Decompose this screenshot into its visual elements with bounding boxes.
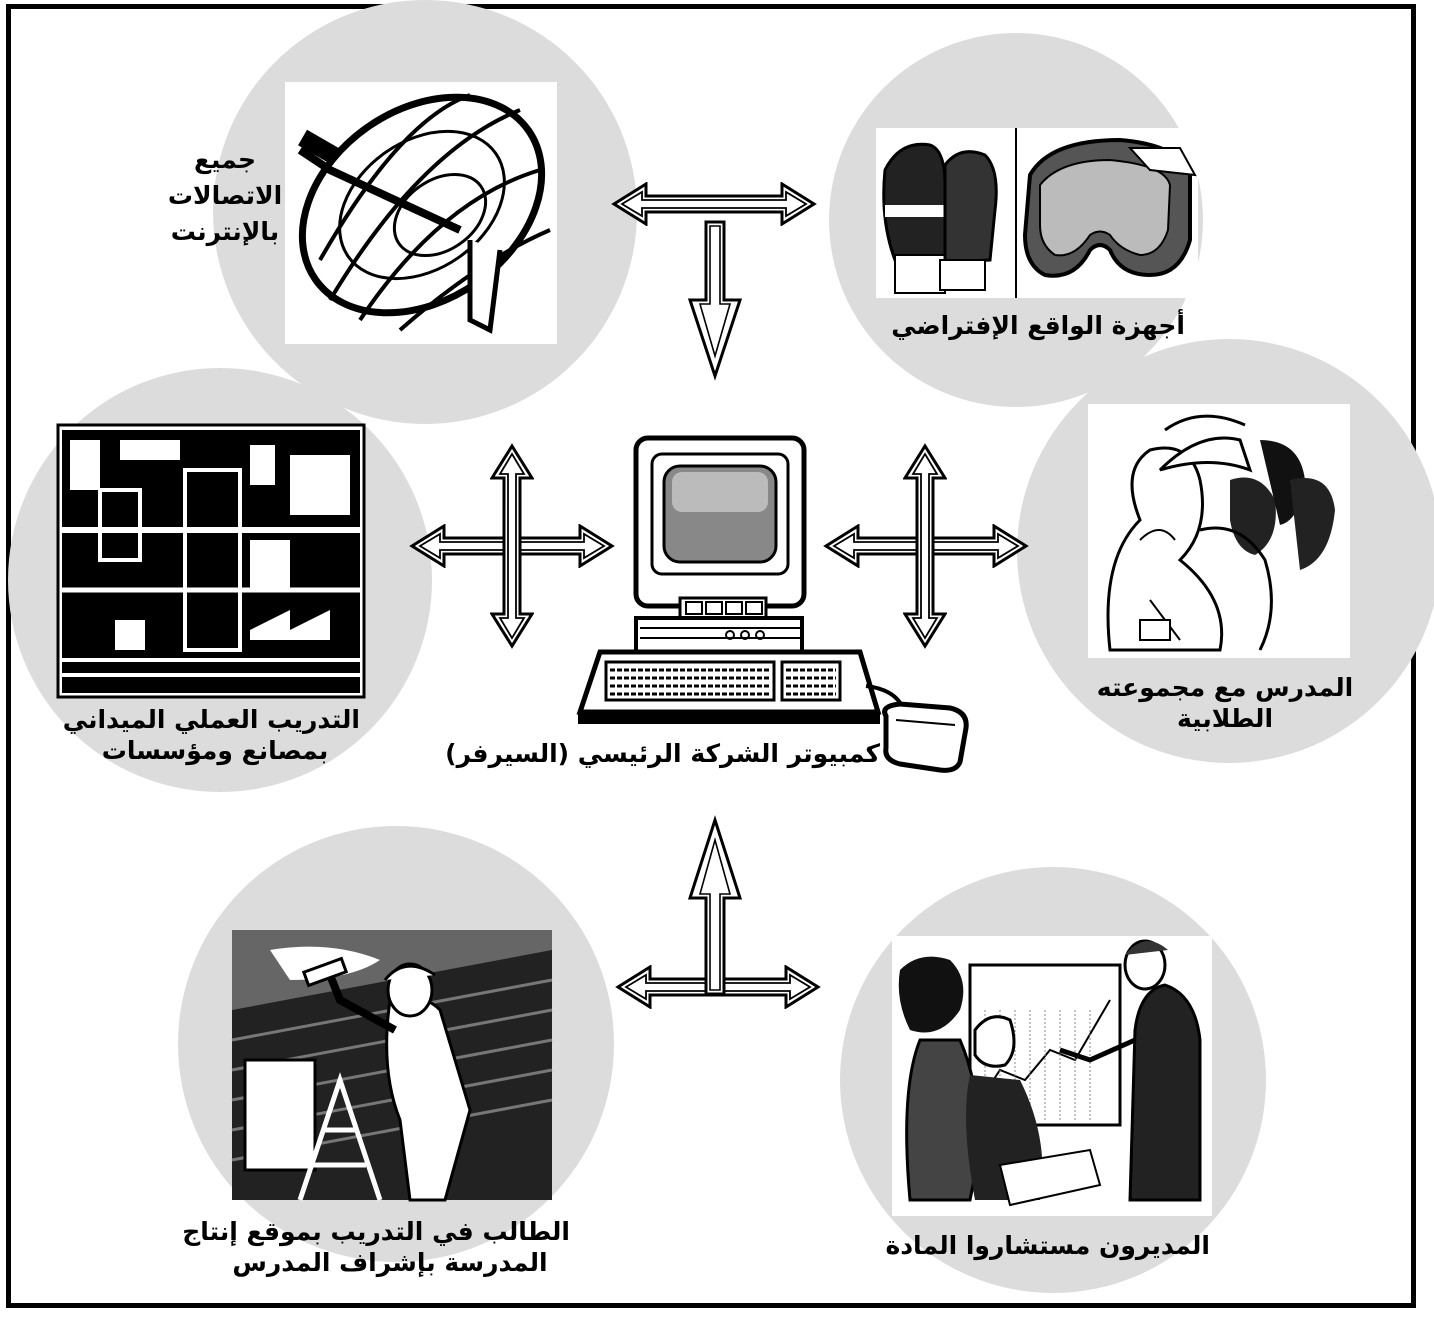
arrow-down-to-server	[687, 220, 743, 381]
vr-goggles-gloves-icon	[876, 128, 1198, 298]
node-label-teacher: المدرس مع مجموعته الطلابية	[1096, 673, 1354, 733]
node-label-internet: جميع الاتصالات بالإنترنت	[167, 145, 283, 246]
node-label-vr: أجهزة الواقع الإفتراضي	[891, 311, 1185, 340]
server-label: كمبيوتر الشركة الرئيسي (السيرفر)	[445, 739, 880, 768]
satellite-dish-icon	[285, 82, 557, 344]
painter-worker-icon	[231, 930, 553, 1202]
teacher-students-icon	[1088, 404, 1350, 658]
arrow-up-to-server	[687, 815, 743, 996]
node-label-managers: المديرون مستشاروا المادة	[885, 1231, 1210, 1260]
connector-arrows	[410, 184, 1028, 1007]
arrow-internet-vr	[614, 184, 814, 224]
node-label-field-training: التدريب العملي الميداني بمصانع ومؤسسات	[62, 705, 360, 765]
server-computer-icon	[576, 435, 969, 773]
node-label-student-site: الطالب في التدريب بموقع إنتاج المدرسة بإ…	[182, 1217, 570, 1277]
factory-icon	[56, 423, 366, 699]
business-presentation-icon	[892, 936, 1212, 1216]
